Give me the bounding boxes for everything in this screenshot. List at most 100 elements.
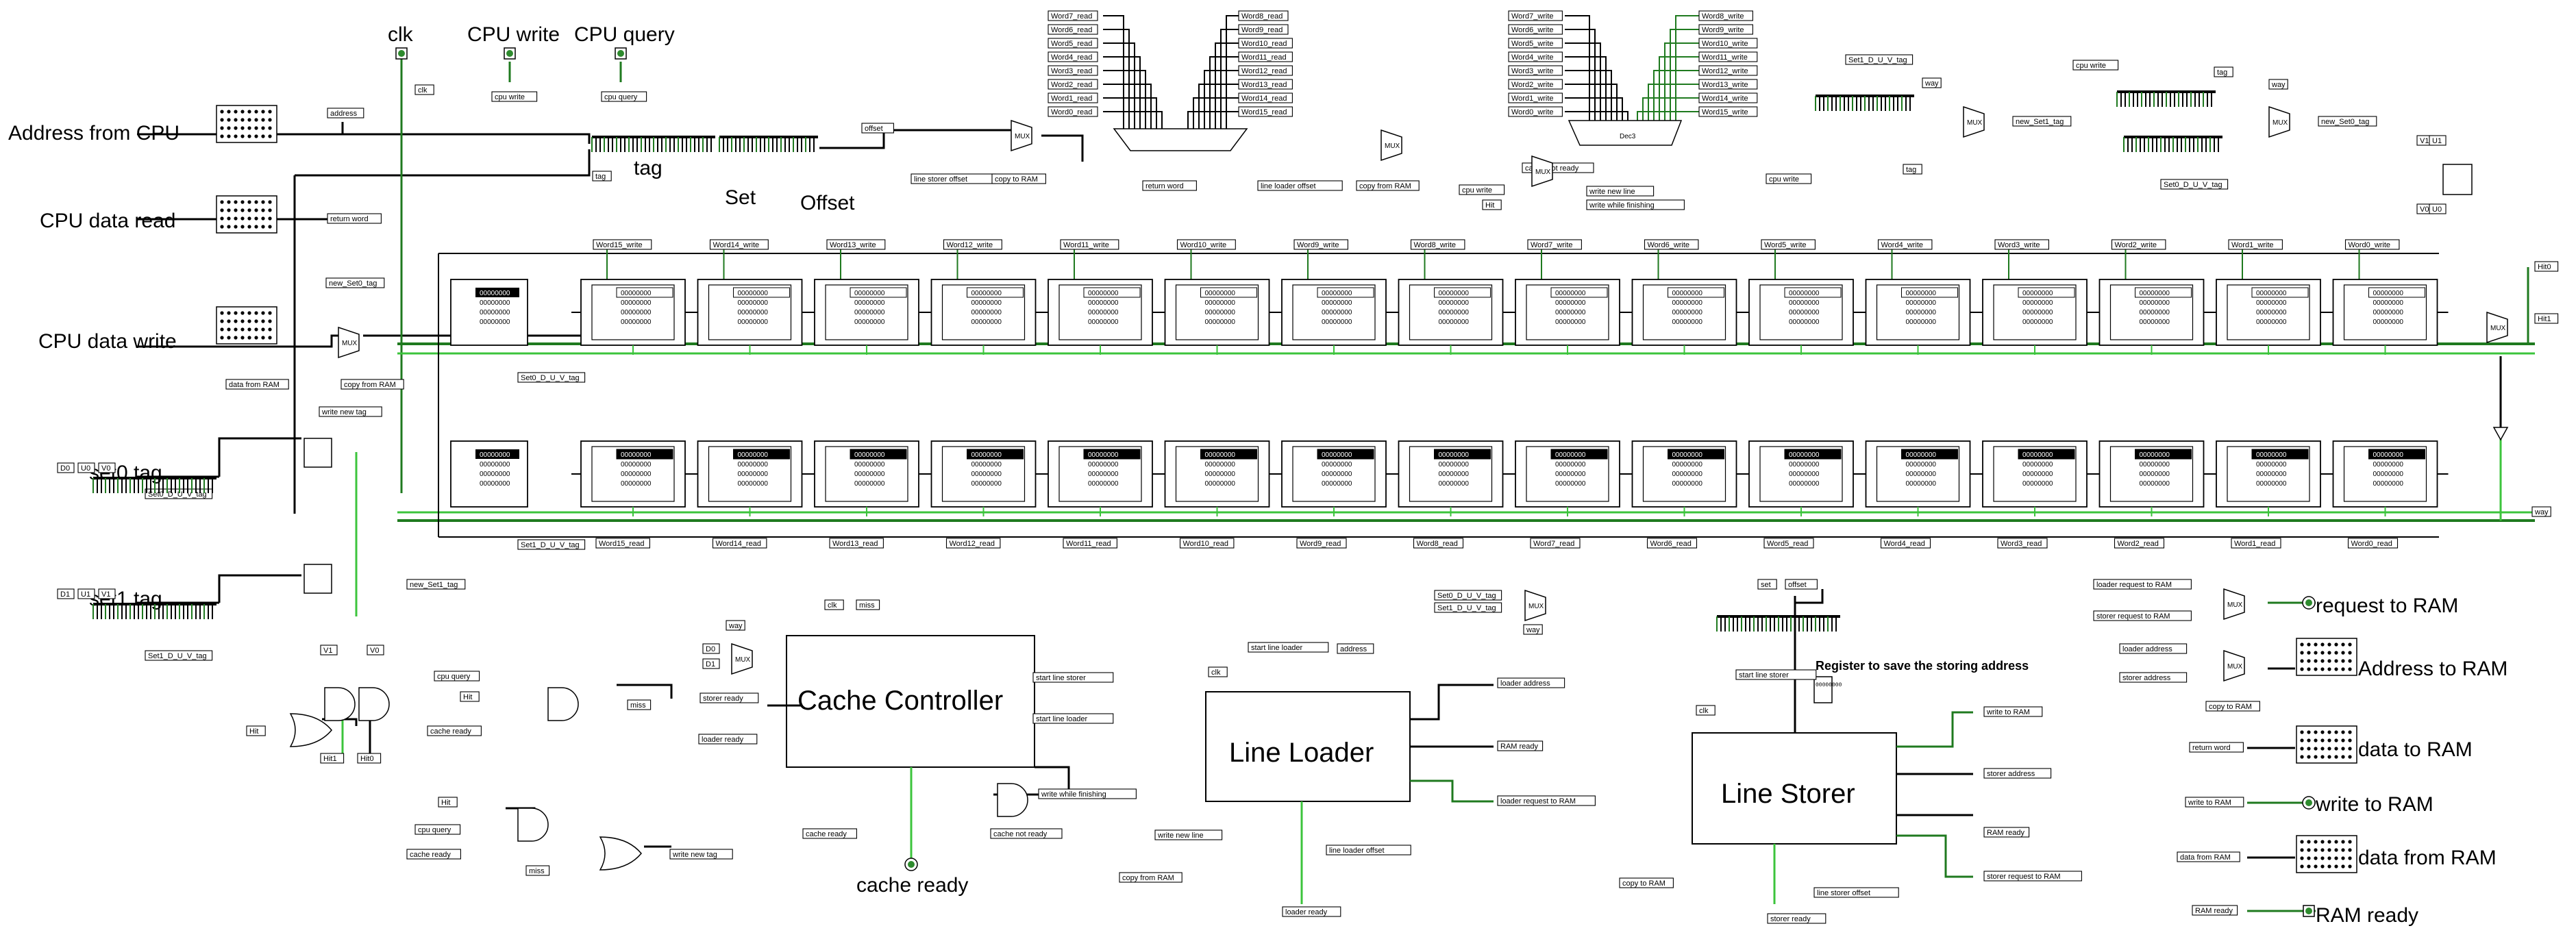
way-inverter[interactable] xyxy=(2492,427,2509,441)
u0-tunnel[interactable]: U0 xyxy=(2429,203,2447,214)
offset-tunnel[interactable]: offset xyxy=(861,123,894,134)
cpu-write-pin[interactable] xyxy=(504,47,516,60)
return-word-tunnel-2[interactable]: return word xyxy=(1142,180,1197,191)
decoder-write-right-tunnel[interactable]: Word10_write xyxy=(1698,38,1758,49)
loader-request-tunnel[interactable]: loader request to RAM xyxy=(1497,795,1596,806)
word-write-tunnel[interactable]: Word15_write xyxy=(593,239,652,250)
way-tunnel-1[interactable]: way xyxy=(1922,77,1942,88)
start-storer-tunnel[interactable]: start line storer xyxy=(1735,669,1817,680)
mux-read-right-tunnel[interactable]: Word10_read xyxy=(1238,38,1293,49)
storer-address-tunnel-r[interactable]: storer address xyxy=(2119,672,2188,683)
word-write-tunnel[interactable]: Word12_write xyxy=(943,239,1002,250)
clk-tunnel-cc[interactable]: clk xyxy=(824,599,844,610)
mux-read-right-tunnel[interactable]: Word14_read xyxy=(1238,92,1293,103)
mux-read-right-tunnel[interactable]: Word11_read xyxy=(1238,51,1293,62)
word-read-tunnel[interactable]: Word1_read xyxy=(2231,538,2281,549)
decoder-write-left-tunnel[interactable]: Word5_write xyxy=(1508,38,1563,49)
decoder-write-right-tunnel[interactable]: Word15_write xyxy=(1698,106,1758,117)
address-to-ram-pin[interactable] xyxy=(2296,638,2357,676)
new-set0-tag-tunnel[interactable]: new_Set0_tag xyxy=(325,277,385,288)
word-read-tunnel[interactable]: Word5_read xyxy=(1763,538,1814,549)
hit-or-gate[interactable] xyxy=(289,713,332,747)
word-write-tunnel[interactable]: Word0_write xyxy=(2344,239,2400,250)
set0-duv-tag-tunnel[interactable]: Set0_D_U_V_tag xyxy=(517,372,586,383)
word-write-tunnel[interactable]: Word1_write xyxy=(2228,239,2283,250)
d0-tunnel-cc[interactable]: D0 xyxy=(702,643,720,654)
u1-tunnel-l[interactable]: U1 xyxy=(77,588,95,599)
word-read-tunnel[interactable]: Word12_read xyxy=(945,538,1001,549)
d1-tunnel[interactable]: D1 xyxy=(57,588,75,599)
hit1-and-gate[interactable] xyxy=(324,687,356,721)
ram-ready-tunnel-r[interactable]: RAM ready xyxy=(2192,905,2238,916)
decoder-write-right-tunnel[interactable]: Word11_write xyxy=(1698,51,1758,62)
word-read-tunnel[interactable]: Word8_read xyxy=(1413,538,1464,549)
word-write-tunnel[interactable]: Word11_write xyxy=(1060,239,1119,250)
word-write-tunnel[interactable]: Word13_write xyxy=(826,239,886,250)
word-read-tunnel[interactable]: Word7_read xyxy=(1530,538,1581,549)
write-new-line-tunnel[interactable]: write new line xyxy=(1586,186,1655,197)
decoder-write-left-tunnel[interactable]: Word2_write xyxy=(1508,79,1563,90)
line-loader-block[interactable] xyxy=(1205,691,1411,802)
set0-duv-tunnel-top[interactable]: Set0_D_U_V_tag xyxy=(2160,179,2229,190)
hit-tunnel[interactable]: Hit xyxy=(1482,199,1502,210)
way-tunnel-right[interactable]: way xyxy=(2531,506,2551,517)
decoder-write-right-tunnel[interactable]: Word12_write xyxy=(1698,65,1758,76)
hit0-and-gate[interactable] xyxy=(358,687,390,721)
cpu-data-read-pin[interactable] xyxy=(216,195,277,234)
start-line-loader-tunnel[interactable]: start line loader xyxy=(1032,713,1114,724)
storer-tag-mux[interactable]: MUX xyxy=(1524,589,1546,622)
cpu-query-tunnel[interactable]: cpu query xyxy=(601,91,647,102)
word-write-tunnel[interactable]: Word14_write xyxy=(709,239,769,250)
ram-ready-tunnel-ls[interactable]: RAM ready xyxy=(1983,827,2030,838)
mux-read-left-tunnel[interactable]: Word1_read xyxy=(1048,92,1098,103)
offset-tunnel-ls[interactable]: offset xyxy=(1785,579,1818,590)
write-to-ram-tunnel-r[interactable]: write to RAM xyxy=(2185,797,2244,808)
loader-ready-tunnel[interactable]: loader ready xyxy=(698,734,758,745)
loader-address-tunnel[interactable]: loader address xyxy=(1497,677,1565,688)
cpu-query-tunnel-b[interactable]: cpu query xyxy=(434,671,480,682)
cpu-query-pin[interactable] xyxy=(615,47,627,60)
mux-read-right-tunnel[interactable]: Word9_read xyxy=(1238,24,1289,35)
tag-tunnel[interactable]: tag xyxy=(592,171,612,182)
data-from-ram-tunnel-r[interactable]: data from RAM xyxy=(2177,851,2240,862)
word-read-tunnel[interactable]: Word2_read xyxy=(2114,538,2165,549)
word-write-tunnel[interactable]: Word4_write xyxy=(1877,239,1933,250)
write-tag-or-gate[interactable] xyxy=(599,836,642,871)
word-read-tunnel[interactable]: Word14_read xyxy=(712,538,767,549)
v0-tunnel-l[interactable]: V0 xyxy=(98,462,116,473)
set1-duv-tag-tunnel-2[interactable]: Set1_D_U_V_tag xyxy=(145,650,213,661)
new-set1-tag-out[interactable]: new_Set1_tag xyxy=(2012,116,2072,127)
start-line-storer-tunnel[interactable]: start line storer xyxy=(1032,672,1114,683)
write-new-tag-tunnel[interactable]: write new tag xyxy=(319,406,382,417)
line-storer-offset-tunnel[interactable]: line storer offset xyxy=(911,173,996,184)
loader-offset-mux[interactable]: MUX xyxy=(1380,129,1402,162)
decoder-write-left-tunnel[interactable]: Word1_write xyxy=(1508,92,1563,103)
address-mux[interactable]: MUX xyxy=(2223,649,2245,682)
data-from-ram-pin[interactable] xyxy=(2296,835,2357,873)
return-word-tunnel-r[interactable]: return word xyxy=(2189,742,2244,753)
clk-tunnel-ll[interactable]: clk xyxy=(1208,666,1228,677)
tag-tunnel-3[interactable]: tag xyxy=(2214,66,2233,77)
copy-from-ram-tunnel[interactable]: copy from RAM xyxy=(340,379,404,390)
new-set1-tag-mux[interactable]: MUX xyxy=(1963,105,1985,138)
set-tunnel-ls[interactable]: set xyxy=(1757,579,1777,590)
cache-ready-tunnel-b[interactable]: cache ready xyxy=(427,725,482,736)
ram-ready-tunnel-ll[interactable]: RAM ready xyxy=(1497,740,1544,751)
mux-read-right-tunnel[interactable]: Word8_read xyxy=(1238,10,1289,21)
hit0-tunnel-right[interactable]: Hit0 xyxy=(2534,261,2559,272)
ram-ready-pin[interactable] xyxy=(2303,905,2315,917)
storer-ready-tunnel[interactable]: storer ready xyxy=(699,692,759,703)
v1-tunnel-b[interactable]: V1 xyxy=(320,645,338,655)
clk-tunnel-ls[interactable]: clk xyxy=(1696,705,1716,716)
decoder-write-left-tunnel[interactable]: Word4_write xyxy=(1508,51,1563,62)
cpu-data-write-pin[interactable] xyxy=(216,306,277,345)
